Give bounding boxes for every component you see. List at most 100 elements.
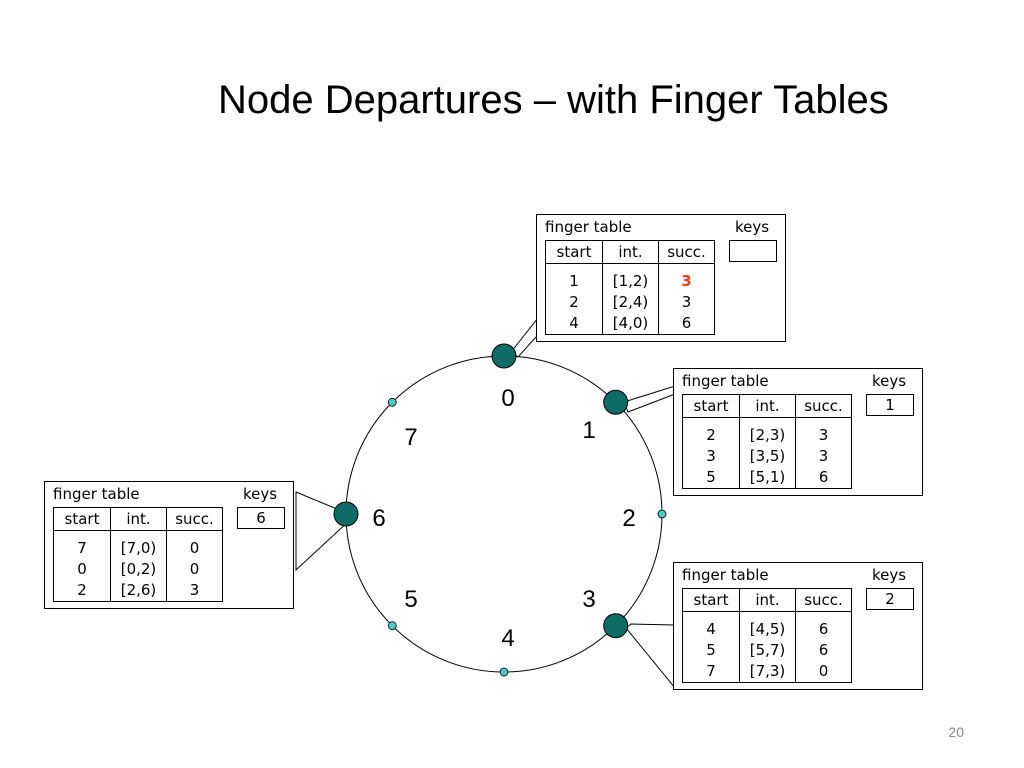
- keys-box: [729, 240, 777, 262]
- slide-title: Node Departures – with Finger Tables: [218, 78, 889, 122]
- keys-label: keys: [734, 218, 770, 236]
- node-0: [491, 343, 517, 369]
- keys-box: 6: [237, 507, 285, 529]
- interval-column: int. [1,2) [2,4) [4,0): [603, 241, 659, 334]
- identifier-label-4: 4: [501, 625, 515, 652]
- interval-cell: [2,3): [749, 426, 786, 444]
- identifier-label-6: 6: [372, 505, 386, 532]
- node-6: [333, 501, 359, 527]
- interval-header: int.: [740, 395, 795, 418]
- successor-cell-updated: 3: [681, 272, 692, 290]
- start-cell: 2: [569, 293, 579, 311]
- successor-cell: 3: [818, 447, 829, 465]
- keys-label: keys: [242, 485, 278, 503]
- start-cell: 5: [706, 468, 716, 486]
- successor-column: succ. 6 6 0: [796, 589, 851, 682]
- interval-cell: [1,2): [612, 272, 649, 290]
- start-column: start 7 0 2: [54, 508, 111, 601]
- start-header: start: [683, 589, 739, 612]
- identifier-point-5: [387, 621, 397, 631]
- interval-cell: [2,4): [612, 293, 649, 311]
- interval-cell: [5,1): [749, 468, 786, 486]
- successor-cell: 6: [818, 620, 829, 638]
- identifier-label-0: 0: [501, 385, 515, 412]
- interval-cell: [2,6): [120, 581, 157, 599]
- node-1: [603, 389, 629, 415]
- finger-table-title: finger table: [53, 485, 140, 503]
- keys-label: keys: [871, 566, 907, 584]
- start-cell: 3: [706, 447, 716, 465]
- successor-cell: 3: [681, 293, 692, 311]
- successor-header: succ.: [796, 395, 851, 418]
- successor-column: succ. 3 3 6: [659, 241, 714, 334]
- start-cell: 1: [569, 272, 579, 290]
- keys-label: keys: [871, 372, 907, 390]
- finger-grid: start 7 0 2 int. [7,0) [0,2) [2,6) succ.…: [53, 507, 223, 602]
- callout-pointer-node1: [623, 385, 676, 413]
- finger-table-node-3: finger table keys 2 start 4 5 7 int. [4,…: [673, 562, 923, 690]
- successor-cell: 0: [189, 539, 200, 557]
- interval-header: int.: [111, 508, 166, 531]
- callout-pointer-node3: [625, 623, 676, 690]
- keys-box: 2: [866, 588, 914, 610]
- start-cell: 2: [77, 581, 87, 599]
- successor-cell: 3: [189, 581, 200, 599]
- node-3: [603, 613, 629, 639]
- start-header: start: [54, 508, 110, 531]
- finger-table-node-6: finger table keys 6 start 7 0 2 int. [7,…: [44, 481, 294, 609]
- successor-cell: 6: [818, 468, 829, 486]
- identifier-label-5: 5: [404, 586, 418, 613]
- finger-table-node-1: finger table keys 1 start 2 3 5 int. [2,…: [673, 368, 923, 496]
- start-column: start 2 3 5: [683, 395, 740, 488]
- interval-cell: [4,5): [749, 620, 786, 638]
- start-cell: 4: [569, 314, 579, 332]
- start-header: start: [546, 241, 602, 264]
- identifier-label-3: 3: [582, 586, 596, 613]
- start-cell: 0: [77, 560, 87, 578]
- finger-table-title: finger table: [682, 566, 769, 584]
- identifier-label-7: 7: [404, 424, 418, 451]
- interval-cell: [3,5): [749, 447, 786, 465]
- identifier-point-2: [657, 509, 667, 519]
- start-cell: 5: [706, 641, 716, 659]
- successor-header: succ.: [796, 589, 851, 612]
- finger-grid: start 4 5 7 int. [4,5) [5,7) [7,3) succ.…: [682, 588, 852, 683]
- successor-header: succ.: [659, 241, 714, 264]
- start-cell: 4: [706, 620, 716, 638]
- finger-table-title: finger table: [682, 372, 769, 390]
- start-cell: 2: [706, 426, 716, 444]
- interval-header: int.: [603, 241, 658, 264]
- start-cell: 7: [706, 662, 716, 680]
- successor-header: succ.: [167, 508, 222, 531]
- successor-cell: 3: [818, 426, 829, 444]
- successor-cell: 6: [818, 641, 829, 659]
- interval-column: int. [7,0) [0,2) [2,6): [111, 508, 167, 601]
- interval-column: int. [4,5) [5,7) [7,3): [740, 589, 796, 682]
- identifier-label-1: 1: [582, 417, 596, 444]
- interval-cell: [4,0): [612, 314, 649, 332]
- identifier-point-7: [387, 397, 397, 407]
- successor-column: succ. 0 0 3: [167, 508, 222, 601]
- finger-grid: start 1 2 4 int. [1,2) [2,4) [4,0) succ.…: [545, 240, 715, 335]
- successor-cell: 0: [818, 662, 829, 680]
- interval-header: int.: [740, 589, 795, 612]
- finger-grid: start 2 3 5 int. [2,3) [3,5) [5,1) succ.…: [682, 394, 852, 489]
- interval-column: int. [2,3) [3,5) [5,1): [740, 395, 796, 488]
- successor-cell: 0: [189, 560, 200, 578]
- identifier-label-2: 2: [622, 505, 636, 532]
- interval-cell: [5,7): [749, 641, 786, 659]
- keys-box: 1: [866, 394, 914, 416]
- interval-cell: [7,3): [749, 662, 786, 680]
- page-number: 20: [948, 724, 964, 740]
- finger-table-title: finger table: [545, 218, 632, 236]
- start-cell: 7: [77, 539, 87, 557]
- successor-column: succ. 3 3 6: [796, 395, 851, 488]
- identifier-point-4: [499, 667, 509, 677]
- start-header: start: [683, 395, 739, 418]
- start-column: start 4 5 7: [683, 589, 740, 682]
- interval-cell: [7,0): [120, 539, 157, 557]
- interval-cell: [0,2): [120, 560, 157, 578]
- successor-cell: 6: [681, 314, 692, 332]
- start-column: start 1 2 4: [546, 241, 603, 334]
